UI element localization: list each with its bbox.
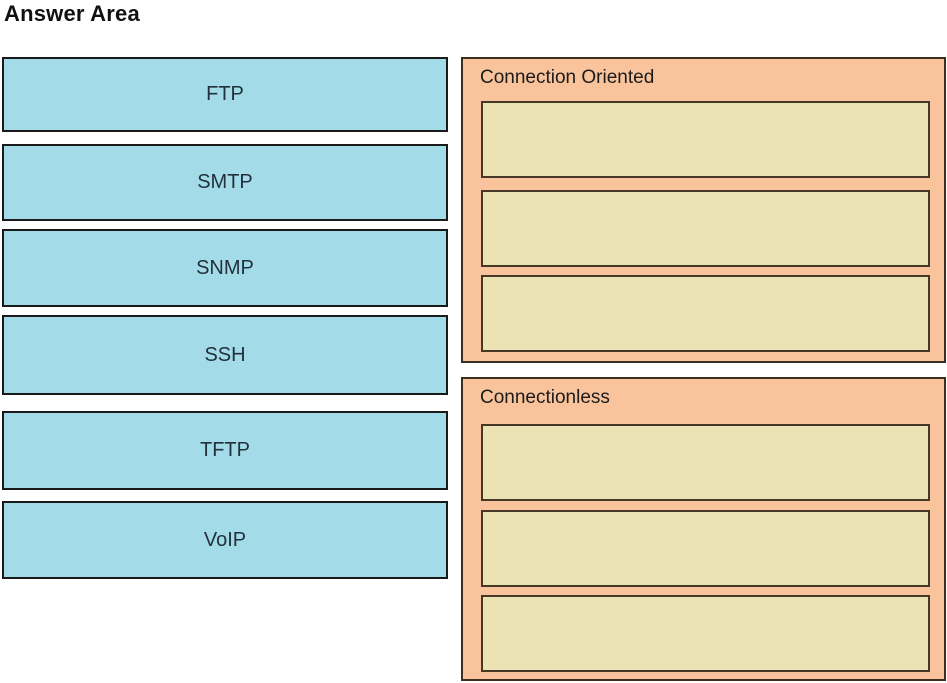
- protocol-card-smtp[interactable]: SMTP: [2, 144, 448, 221]
- category-title: Connection Oriented: [480, 67, 655, 88]
- protocol-card-ftp[interactable]: FTP: [2, 57, 448, 132]
- protocol-card-ssh[interactable]: SSH: [2, 315, 448, 395]
- protocol-label: VoIP: [203, 528, 247, 551]
- category-connectionless: Connectionless: [461, 377, 946, 681]
- drop-slot-connectionless-3[interactable]: [481, 595, 930, 672]
- protocol-card-tftp[interactable]: TFTP: [2, 411, 448, 490]
- page-title: Answer Area: [4, 1, 140, 26]
- category-title: Connectionless: [480, 387, 610, 408]
- drop-slot-connectionless-1[interactable]: [481, 424, 930, 501]
- drop-slot-connectionless-2[interactable]: [481, 510, 930, 587]
- protocol-label: SNMP: [196, 256, 254, 279]
- protocol-label: FTP: [206, 83, 244, 105]
- drop-slot-connection-oriented-3[interactable]: [481, 275, 930, 352]
- category-connection-oriented: Connection Oriented: [461, 57, 946, 363]
- protocol-card-snmp[interactable]: SNMP: [2, 229, 448, 307]
- drop-slot-connection-oriented-1[interactable]: [481, 101, 930, 178]
- protocol-card-voip[interactable]: VoIP: [2, 501, 448, 579]
- protocol-label: SMTP: [197, 171, 253, 193]
- protocol-label: TFTP: [200, 439, 250, 461]
- drop-slot-connection-oriented-2[interactable]: [481, 190, 930, 267]
- protocol-label: SSH: [204, 343, 246, 366]
